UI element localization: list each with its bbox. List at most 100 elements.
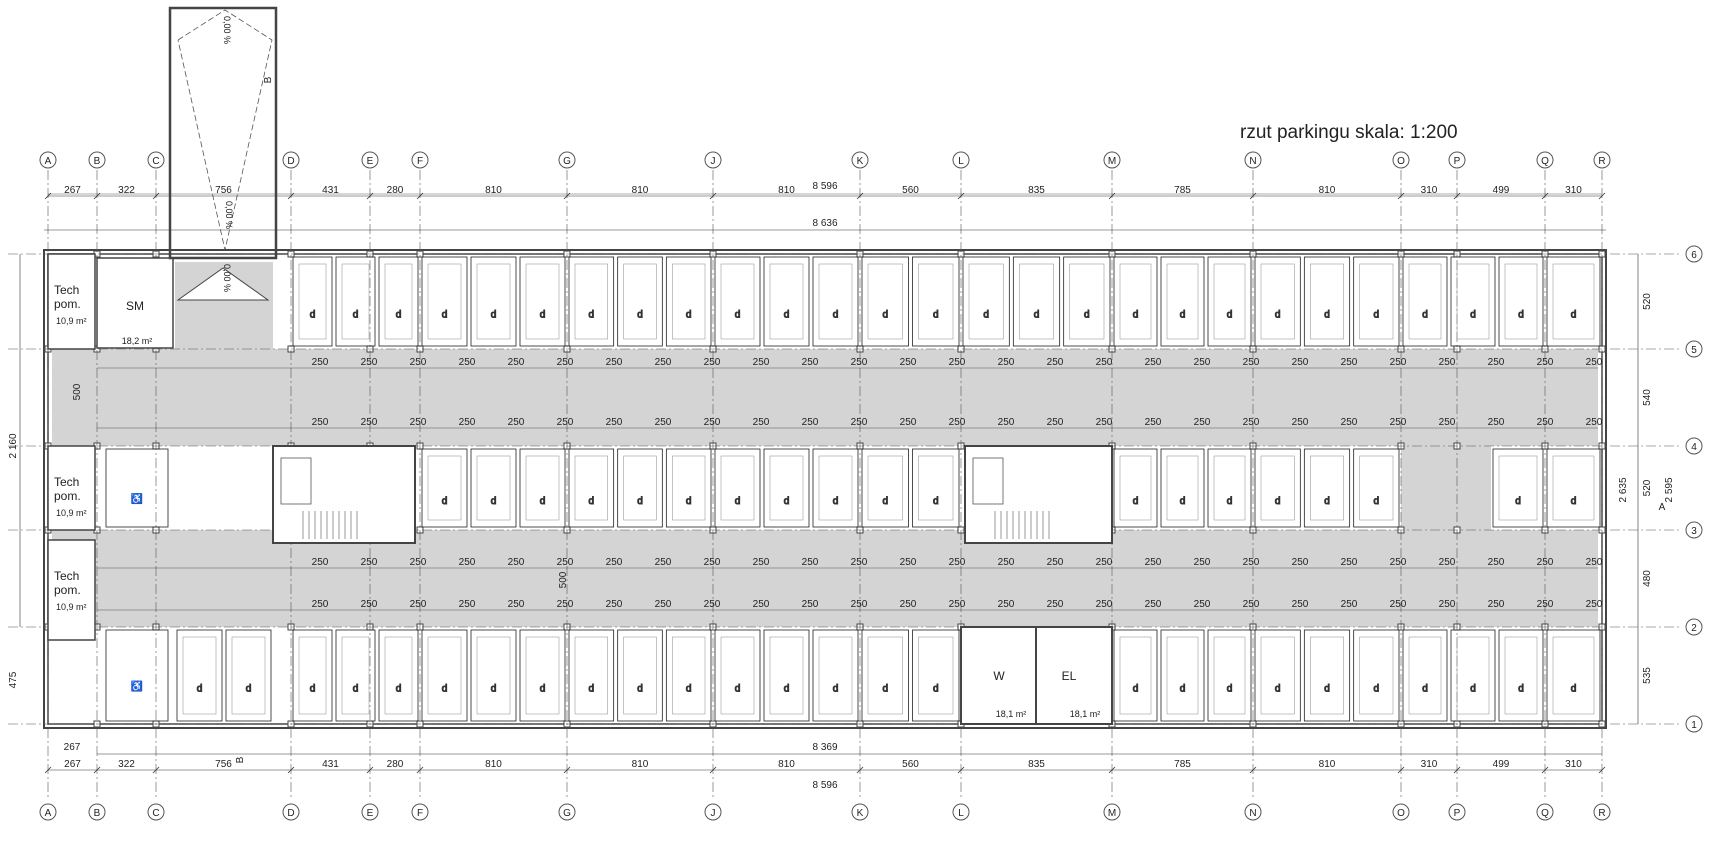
dim-bay-value: 250 (606, 557, 623, 568)
dim-bay-value: 250 (1537, 557, 1554, 568)
dim-bay-value: 250 (949, 599, 966, 610)
aisle-south (52, 530, 1598, 627)
room-tech-3-area: 10,9 m² (56, 602, 87, 612)
north-bay (1254, 256, 1301, 347)
dim-bay-value: 250 (361, 557, 378, 568)
grid-bubble-bottom-J (704, 803, 722, 821)
grid-bubble-bottom-L (952, 803, 970, 821)
north-bay-marking (1019, 263, 1054, 340)
dim-bay-value: 250 (753, 599, 770, 610)
south-parking-icon: d (442, 684, 448, 695)
south-parking-icon: d (784, 684, 790, 695)
middle-parking-icon: d (540, 496, 546, 507)
stairwell-west-walls (272, 445, 416, 544)
middle-bay-marking (1213, 455, 1246, 521)
middle-bay-marking (1260, 455, 1295, 521)
north-parking-icon: d (540, 310, 546, 321)
north-bay (1113, 256, 1158, 347)
south-bay (292, 629, 333, 722)
north-parking-icon: d (735, 310, 741, 321)
north-bay-marking (623, 263, 657, 340)
south-bay (176, 629, 223, 722)
room-tech-3-label: Tech (54, 569, 79, 583)
dim-top-grid-value: 499 (1493, 185, 1510, 196)
middle-bay (1492, 448, 1544, 528)
grid-bubble-top-K (851, 151, 869, 169)
dim-bottom-left: 267 (64, 742, 81, 753)
dim-bay-value: 250 (1243, 557, 1260, 568)
south-parking-icon: d (589, 684, 595, 695)
south-bay-marking (525, 636, 560, 715)
south-parking-icon: d (1571, 684, 1577, 695)
north-bay-marking (1504, 263, 1538, 340)
south-bay (1402, 629, 1448, 722)
dim-right-total-outer: 2 595 (1664, 477, 1675, 502)
dim-bay-value: 250 (900, 557, 917, 568)
grid-label-bottom-A: A (45, 808, 52, 819)
dim-top-total-inner: 8 636 (812, 218, 837, 229)
south-bay-marking (231, 636, 266, 715)
dim-bay-value: 250 (655, 417, 672, 428)
aisle-north (52, 349, 1598, 446)
north-bay-marking (427, 263, 462, 340)
south-parking-icon: d (735, 684, 741, 695)
grid-label-bottom-C: C (152, 808, 159, 819)
south-bay (1254, 629, 1301, 722)
grid-label-bottom-B: B (94, 808, 101, 819)
dim-bottom-grid-value: 267 (64, 759, 81, 770)
dim-bay-value: 250 (802, 357, 819, 368)
north-parking-icon: d (1518, 310, 1524, 321)
dim-bay-value: 250 (1586, 557, 1603, 568)
grid-bubble-top-B (88, 151, 106, 169)
north-bay-marking (1119, 263, 1152, 340)
dim-aisle-north: 500 (72, 383, 83, 400)
dim-bottom-grid-value: 835 (1028, 759, 1045, 770)
room-tech-1-area: 10,9 m² (56, 316, 87, 326)
dim-bay-value: 250 (851, 557, 868, 568)
grid-bubble-3 (1685, 521, 1703, 539)
north-parking-icon: d (1470, 310, 1476, 321)
room-sm-label: SM (126, 299, 144, 313)
dim-bay-value: 250 (1047, 357, 1064, 368)
accessible-bay-north (105, 448, 169, 528)
south-bay-marking (1552, 636, 1595, 715)
dim-bottom-grid-tick (366, 766, 374, 774)
grid-bubble-bottom-N (1244, 803, 1262, 821)
grid-bubble-top-G (558, 151, 576, 169)
south-bay (1498, 629, 1544, 722)
south-bay-marking (574, 636, 608, 715)
middle-parking-icon: d (735, 496, 741, 507)
south-bay (1160, 629, 1205, 722)
dim-top-grid-value: 810 (778, 185, 795, 196)
south-bay-marking (384, 636, 413, 715)
dim-bay-value: 250 (802, 417, 819, 428)
room-sm-area: 18,2 m² (122, 336, 153, 346)
grid-bubble-top-L (952, 151, 970, 169)
middle-parking-icon: d (1374, 496, 1380, 507)
south-bay-marking (341, 636, 370, 715)
grid-bubble-bottom-G (558, 803, 576, 821)
middle-bay (1160, 448, 1205, 528)
middle-parking-icon: d (833, 496, 839, 507)
north-parking-icon: d (1571, 310, 1577, 321)
north-parking-icon: d (1180, 310, 1186, 321)
dim-bay-value: 250 (1537, 599, 1554, 610)
south-bay-marking (867, 636, 903, 715)
south-parking-icon: d (396, 684, 402, 695)
grid-label-top-A: A (45, 156, 52, 167)
dim-bay-value: 250 (949, 417, 966, 428)
north-bay-marking (918, 263, 954, 340)
grid-label-top-F: F (417, 156, 423, 167)
dim-bay-value: 250 (1488, 417, 1505, 428)
dim-bay-value: 250 (557, 357, 574, 368)
dim-bottom-total-inner: 8 369 (812, 742, 837, 753)
dim-bottom-grid-tick (287, 766, 295, 774)
middle-parking-icon: d (1324, 496, 1330, 507)
south-bay-marking (918, 636, 954, 715)
dim-bay-value: 250 (998, 357, 1015, 368)
grid-bubble-1 (1685, 715, 1703, 733)
south-bay-marking (1310, 636, 1344, 715)
middle-parking-icon: d (491, 496, 497, 507)
north-parking-icon: d (1133, 310, 1139, 321)
